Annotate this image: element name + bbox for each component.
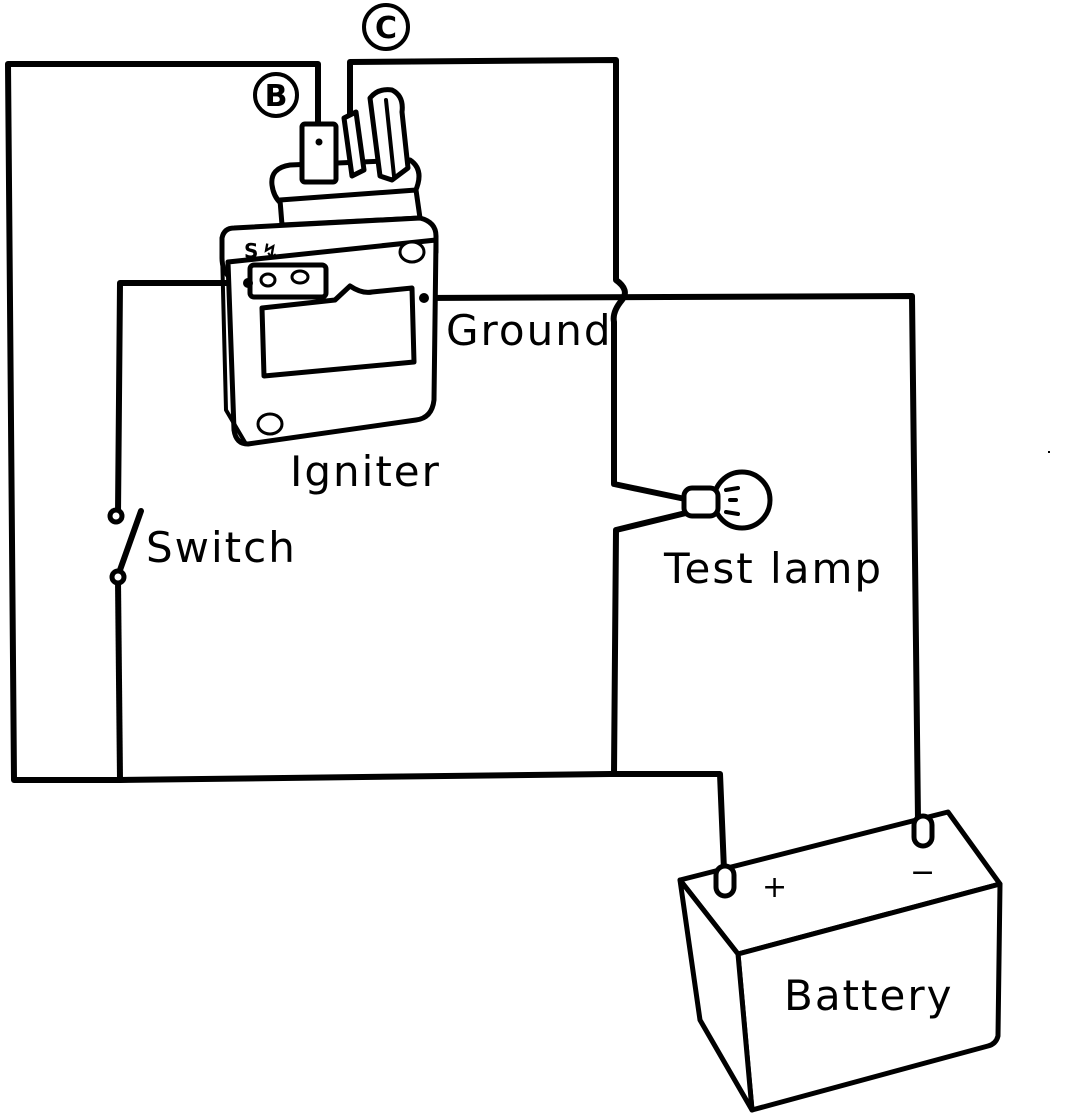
switch-label: Switch — [146, 523, 297, 572]
ground-label: Ground — [446, 306, 613, 355]
speck — [1048, 451, 1050, 453]
igniter-label: Igniter — [290, 447, 441, 496]
mount-hole-bottom — [256, 412, 284, 436]
test-lamp-label: Test lamp — [663, 544, 883, 593]
battery-negative-terminal — [911, 813, 935, 849]
igniter-s-mark: S — [244, 239, 258, 263]
ground-symbol-icon: ↯ — [262, 239, 279, 263]
battery-positive-terminal — [713, 863, 737, 899]
mount-hole-top — [398, 240, 426, 264]
battery — [677, 809, 1003, 1113]
terminal-b-hole — [315, 138, 323, 146]
igniter — [219, 87, 439, 447]
terminal-c-label: C — [362, 3, 410, 51]
wire-b-terminal — [5, 61, 321, 783]
switch-symbol — [107, 507, 144, 586]
wire-switch — [115, 280, 251, 517]
wire-lamp-return — [611, 509, 693, 777]
wire-switch-lower — [115, 577, 123, 783]
terminal-b-text: B — [265, 79, 288, 114]
terminal-b-label: B — [253, 72, 299, 118]
battery-label: Battery — [784, 971, 953, 1020]
battery-negative-sign: − — [910, 855, 935, 890]
terminal-c-text: C — [375, 11, 397, 46]
wire-ground — [417, 293, 921, 823]
terminal-b-blade — [299, 121, 339, 185]
battery-positive-sign: + — [762, 870, 787, 905]
test-lamp — [681, 469, 773, 531]
wire-bottom-bus — [117, 771, 727, 873]
